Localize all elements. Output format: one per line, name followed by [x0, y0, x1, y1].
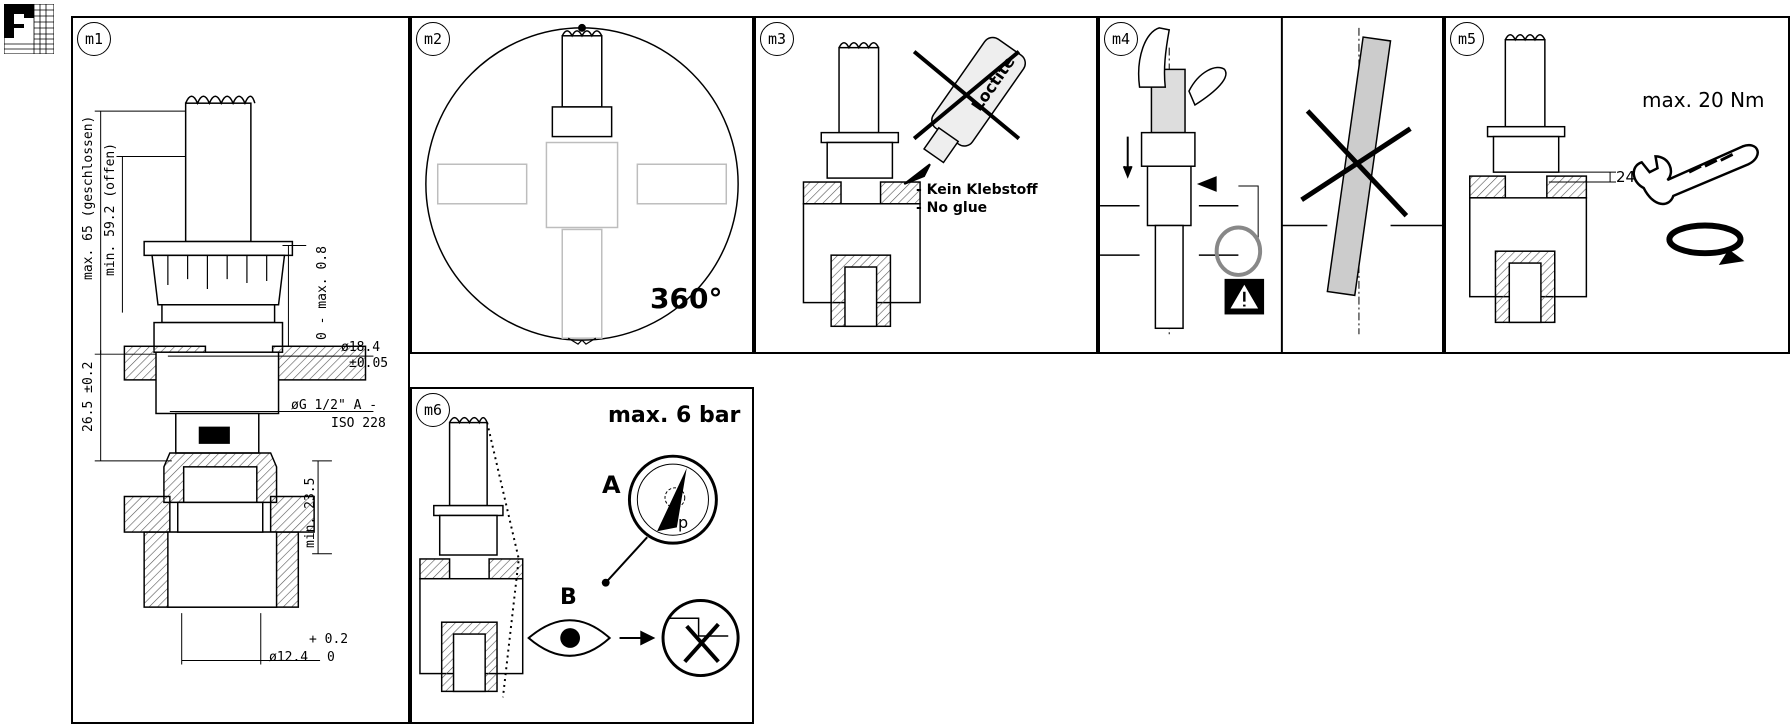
panel-m4: m4 — [1098, 16, 1444, 354]
m2-angle-label: 360° — [650, 282, 723, 315]
m5-torque-label: max. 20 Nm — [1642, 88, 1765, 112]
m3-note-kein-klebstoff: - Kein Klebstoff — [916, 182, 1038, 198]
dim-min-depth: min. 23.5 — [303, 477, 318, 548]
m5-torque-drawing — [1469, 34, 1759, 324]
panel-m6: m6 — [410, 387, 754, 724]
fingers-icon — [1138, 27, 1227, 107]
m2-rotation-drawing — [425, 23, 739, 345]
rotate-arrow-icon — [1666, 222, 1745, 266]
eye-icon — [527, 619, 612, 657]
dim-tol-upper: + 0.2 — [309, 632, 349, 647]
torque-wrench-icon — [1632, 143, 1759, 206]
m6-gauge-p: p — [678, 513, 689, 532]
dim-dia-1: ø18.4 — [341, 340, 381, 355]
pressure-gauge-icon — [627, 454, 718, 545]
warning-icon — [1224, 278, 1265, 315]
dim-thread-std: ISO 228 — [331, 416, 386, 431]
m4-insertion-drawing — [1100, 18, 1442, 352]
step-badge-m6: m6 — [416, 393, 450, 427]
m6-pressure-label: max. 6 bar — [608, 403, 741, 428]
panel-m2: m2 360° — [410, 16, 754, 354]
m3-note-no-glue: - No glue — [916, 200, 988, 216]
step-badge-m1: m1 — [77, 22, 111, 56]
cross-icon — [912, 50, 1021, 141]
leak-check-icon — [661, 598, 740, 678]
m6-mark-b: B — [560, 585, 577, 610]
dim-thread: øG 1/2" A - — [291, 398, 378, 413]
o-ring-icon — [1214, 225, 1263, 277]
m5-wrench-size: 24 — [1616, 168, 1636, 186]
dim-dia-1-tol: ±0.05 — [349, 356, 389, 371]
dim-min-height: min. 59.2 (offen) — [103, 142, 118, 276]
panel-m3: m3 Loctite - Kein Klebstoff - No glue — [754, 16, 1098, 354]
panel-m1: m1 — [71, 16, 410, 724]
dim-height-total: 26.5 ±0.2 — [81, 361, 96, 432]
cross-icon — [1300, 109, 1412, 218]
step-badge-m4: m4 — [1104, 22, 1138, 56]
panel-m5: m5 max. 20 Nm 24 — [1444, 16, 1790, 354]
m6-pressure-test-drawing — [419, 416, 740, 698]
dim-max-height: max. 65 (geschlossen) — [81, 115, 96, 280]
dim-dia-2: ø12.4 — [269, 650, 309, 665]
step-badge-m2: m2 — [416, 22, 450, 56]
m1-cross-section-drawing — [94, 95, 374, 665]
step-badge-m3: m3 — [760, 22, 794, 56]
m3-no-glue-drawing — [802, 36, 1026, 328]
step-badge-m5: m5 — [1450, 22, 1484, 56]
dim-gap: 0 - max. 0.8 — [315, 246, 330, 340]
dim-tol-lower: 0 — [327, 650, 335, 665]
m6-mark-a: A — [602, 471, 621, 499]
brand-logo-icon — [4, 4, 54, 54]
